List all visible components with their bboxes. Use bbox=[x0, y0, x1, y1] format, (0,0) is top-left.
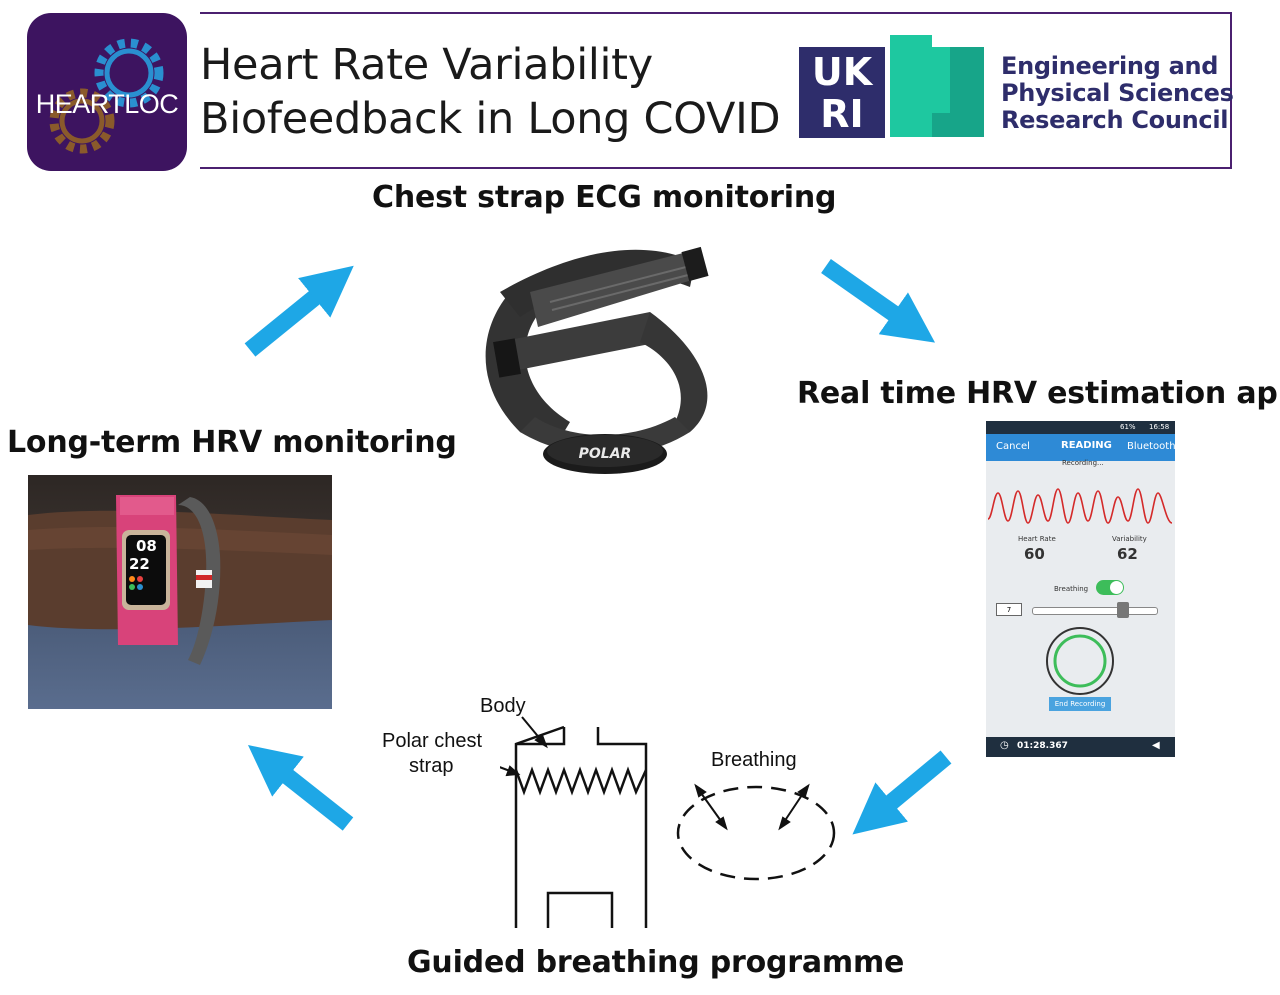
watch-photo: 08 22 bbox=[28, 475, 332, 709]
breathing-ellipse bbox=[676, 785, 836, 881]
app-title: READING bbox=[1061, 440, 1112, 451]
breathing-label: Breathing bbox=[1054, 585, 1089, 593]
arrow-up-right-icon bbox=[244, 265, 354, 357]
label-chest-strap: Chest strap ECG monitoring bbox=[372, 180, 837, 215]
bluetooth-button[interactable]: Bluetooth bbox=[1127, 441, 1175, 452]
ecg-trace bbox=[987, 488, 1173, 524]
ukri-line1: UK bbox=[811, 50, 873, 94]
watch-date-day: 22 bbox=[129, 555, 150, 573]
arrow-up-left-icon bbox=[247, 745, 354, 831]
strap-brand: POLAR bbox=[579, 446, 632, 462]
recording-subtitle: Recording... bbox=[1062, 459, 1104, 467]
heart-rate-label: Heart Rate bbox=[1018, 535, 1056, 543]
body-base bbox=[546, 891, 614, 928]
variability-value: 62 bbox=[1117, 545, 1138, 563]
cancel-button[interactable]: Cancel bbox=[996, 441, 1030, 452]
chest-strap-image: POLAR bbox=[485, 246, 709, 474]
ukri-logo: UK RI bbox=[799, 47, 885, 138]
ukri-teal-bar-3 bbox=[932, 47, 950, 113]
status-bar: 61% 16:58 bbox=[986, 421, 1175, 434]
status-battery: 61% bbox=[1120, 423, 1136, 431]
breath-rate-slider[interactable] bbox=[1032, 607, 1158, 615]
clock-icon: ◷ bbox=[1000, 740, 1009, 751]
arrow-down-right-icon bbox=[821, 259, 936, 343]
heartloc-logo: HEARTLOC bbox=[27, 13, 187, 171]
funder-line1: Engineering and bbox=[1001, 52, 1219, 80]
recording-timer: 01:28.367 bbox=[1017, 741, 1068, 751]
banner-title-line2: Biofeedback in Long COVID bbox=[200, 94, 781, 144]
speaker-icon[interactable]: ◀ bbox=[1152, 740, 1160, 751]
strap-zigzag bbox=[514, 766, 648, 796]
breathing-diagram bbox=[500, 716, 836, 928]
funder-line3: Research Council bbox=[1001, 106, 1229, 134]
ukri-line2: RI bbox=[820, 92, 864, 136]
label-app: Real time HRV estimation app bbox=[797, 376, 1280, 411]
body-outline-left bbox=[514, 725, 565, 928]
breathing-circle-icon bbox=[1046, 627, 1114, 695]
variability-label: Variability bbox=[1112, 535, 1147, 543]
watch-time-hour: 08 bbox=[136, 537, 157, 555]
app-bar: Cancel READING Bluetooth bbox=[986, 434, 1175, 461]
hrv-app-screen: 61% 16:58 Cancel READING Bluetooth Recor… bbox=[986, 421, 1175, 757]
status-time: 16:58 bbox=[1149, 423, 1170, 431]
banner-title-line1: Heart Rate Variability bbox=[200, 40, 653, 90]
breathing-label: Breathing bbox=[711, 749, 797, 771]
logo-text: HEARTLOC bbox=[35, 89, 179, 119]
strap-label-line2: strap bbox=[409, 755, 454, 777]
arrow-down-left-icon bbox=[852, 750, 952, 835]
label-breathing: Guided breathing programme bbox=[407, 945, 905, 980]
slider-handle[interactable] bbox=[1117, 602, 1129, 618]
body-outline-right bbox=[596, 727, 648, 928]
funder-line2: Physical Sciences bbox=[1001, 79, 1234, 107]
level-input[interactable]: 7 bbox=[996, 603, 1022, 616]
strap-label-line1: Polar chest bbox=[382, 730, 483, 752]
end-recording-button[interactable]: End Recording bbox=[1049, 697, 1111, 711]
banner-frame bbox=[200, 12, 1232, 169]
gear-icon bbox=[49, 38, 164, 154]
app-footer: ◷ 01:28.367 ◀ bbox=[986, 737, 1175, 757]
breathing-toggle[interactable] bbox=[1096, 580, 1124, 595]
heart-rate-value: 60 bbox=[1024, 545, 1045, 563]
ukri-teal-bar-1 bbox=[890, 35, 932, 137]
label-long-term: Long-term HRV monitoring bbox=[7, 425, 457, 460]
body-label: Body bbox=[480, 695, 526, 717]
